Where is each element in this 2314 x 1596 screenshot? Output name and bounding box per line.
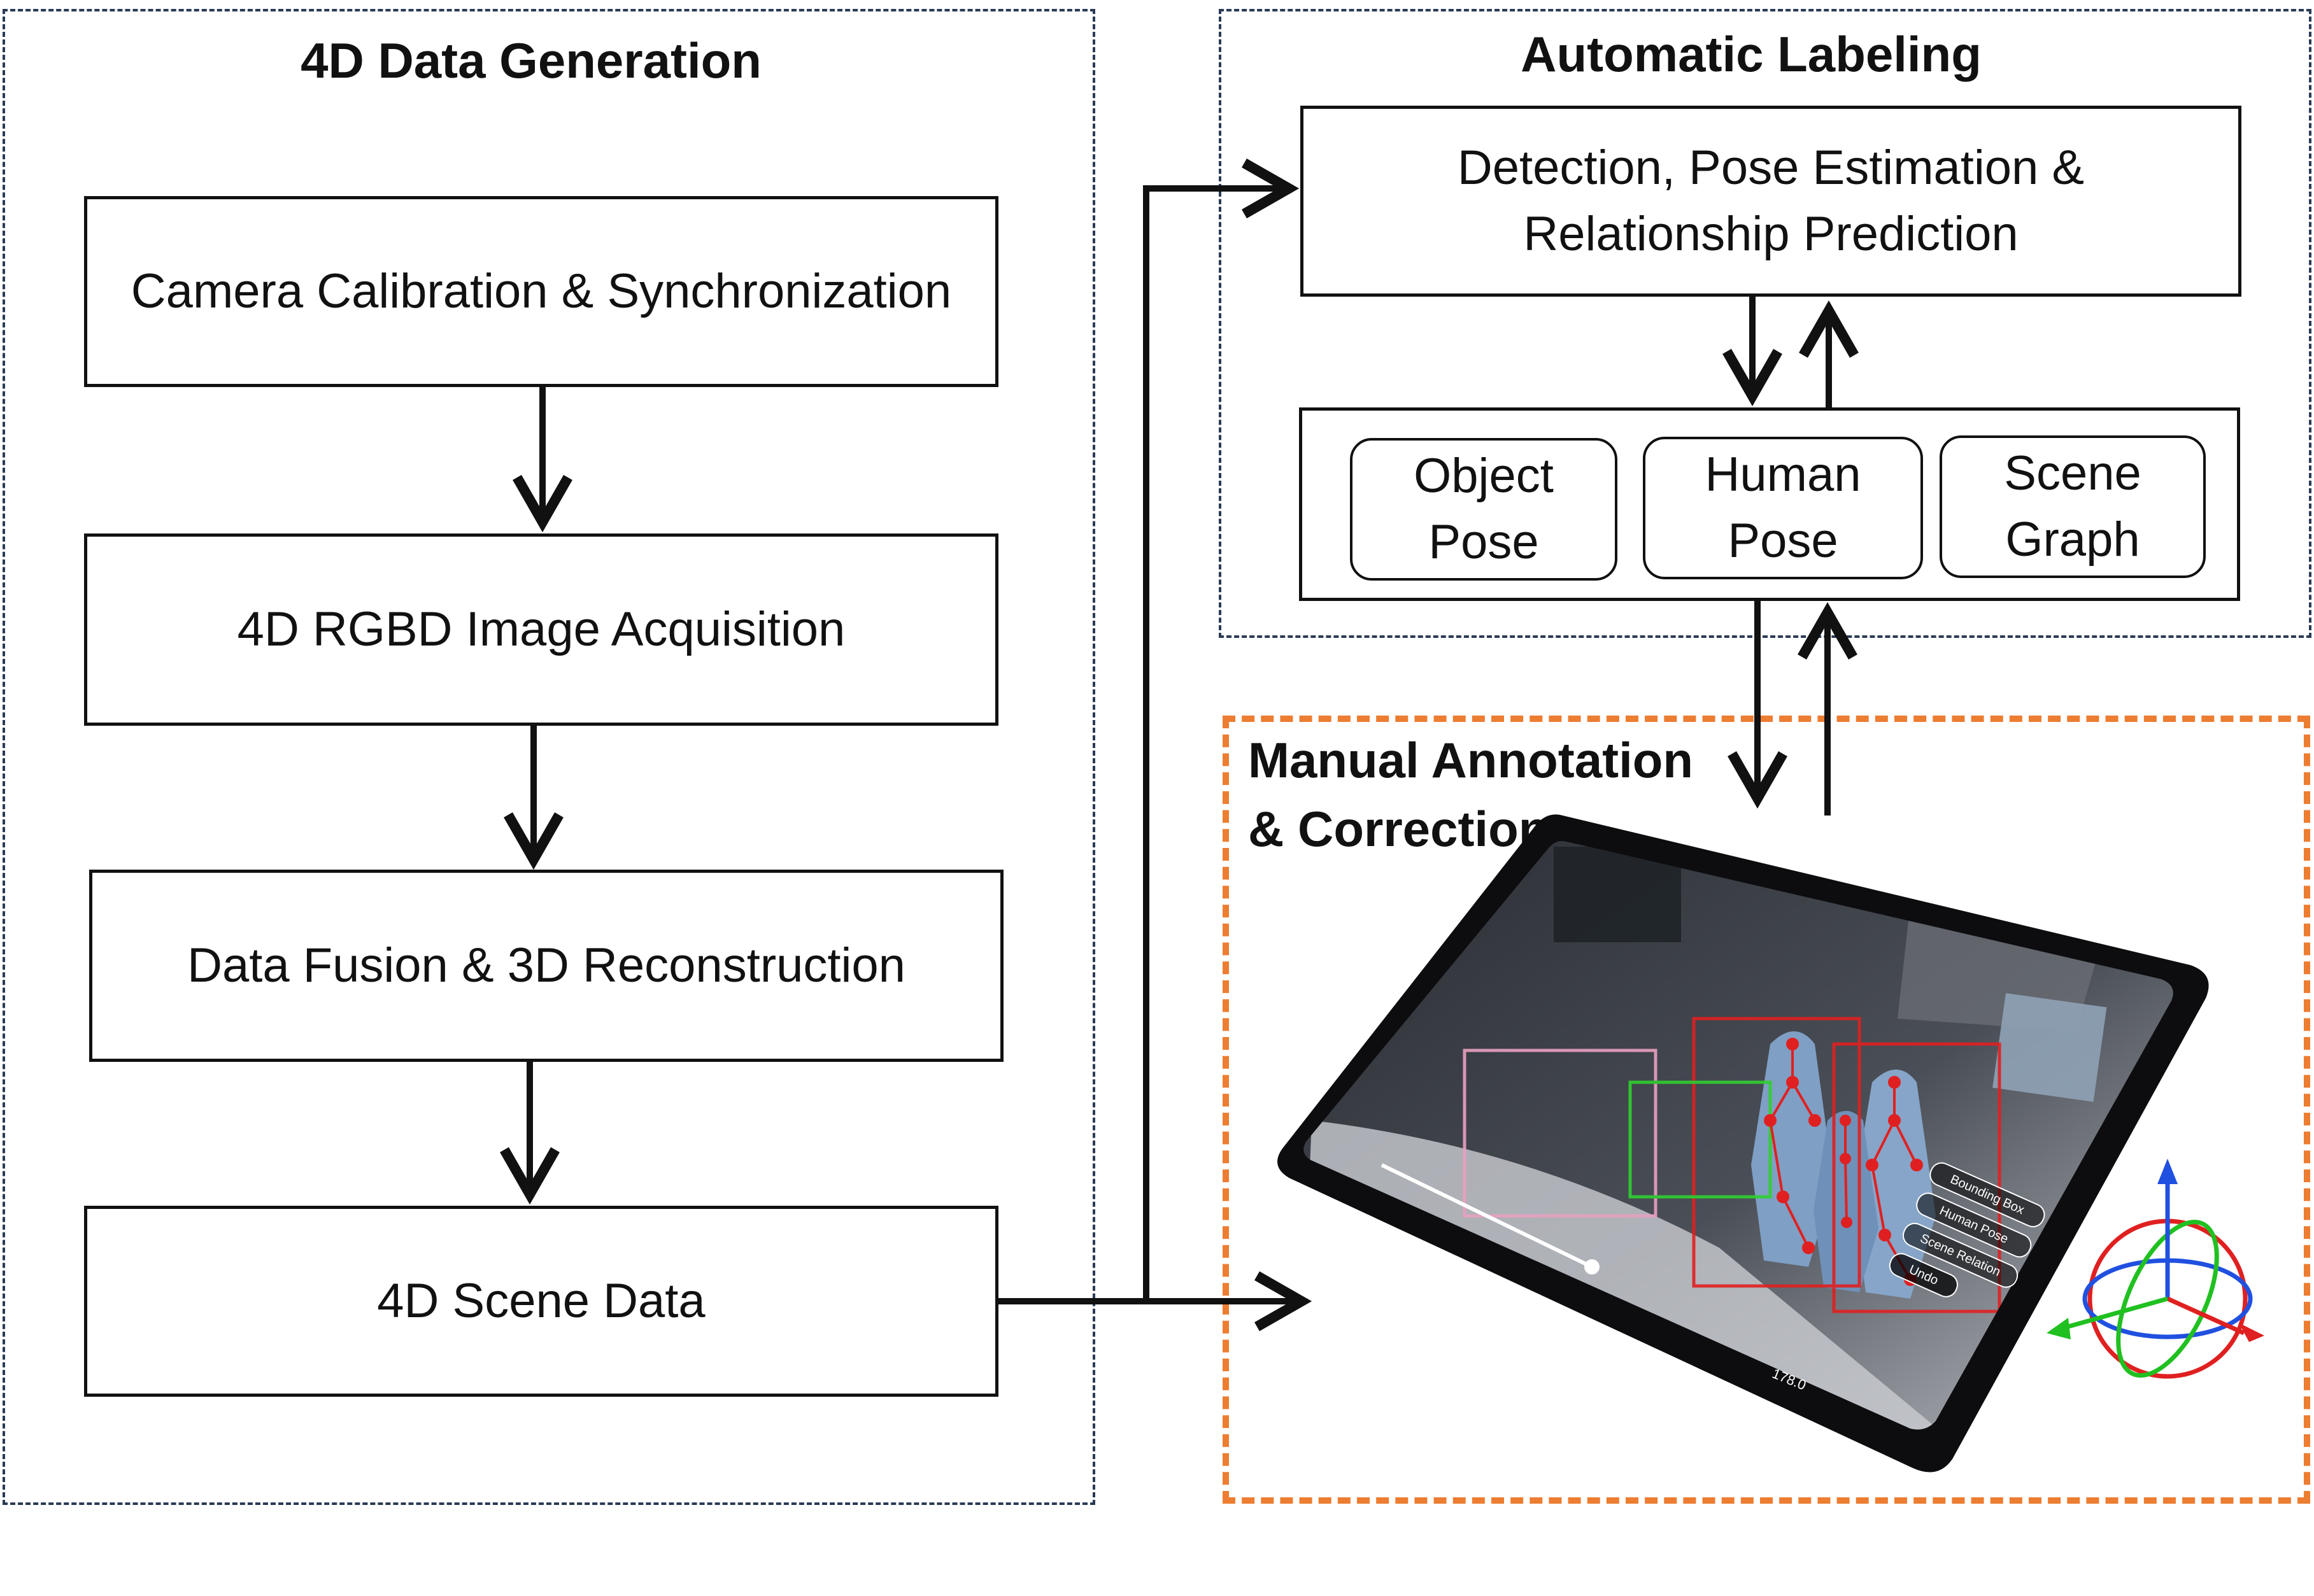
detection-estimation-box: Detection, Pose Estimation & Relationshi… xyxy=(1300,106,2241,297)
automatic-labeling-panel xyxy=(1219,9,2311,638)
automatic-labeling-title: Automatic Labeling xyxy=(1521,26,1982,82)
manual-annotation-title: Manual Annotation & Correction xyxy=(1248,732,1694,857)
data-generation-title: 4D Data Generation xyxy=(301,32,762,88)
scene-graph-output: Scene Graph xyxy=(1940,435,2206,578)
manual-annotation-panel xyxy=(1223,716,2310,1504)
step-data-fusion: Data Fusion & 3D Reconstruction xyxy=(89,870,1004,1062)
step-scene-data: 4D Scene Data xyxy=(84,1206,998,1397)
object-pose-output: Object Pose xyxy=(1350,438,1617,581)
data-generation-panel xyxy=(3,9,1095,1505)
human-pose-output: Human Pose xyxy=(1643,437,1923,579)
step-camera-calibration: Camera Calibration & Synchronization xyxy=(84,196,998,387)
step-rgbd-acquisition: 4D RGBD Image Acquisition xyxy=(84,533,998,726)
